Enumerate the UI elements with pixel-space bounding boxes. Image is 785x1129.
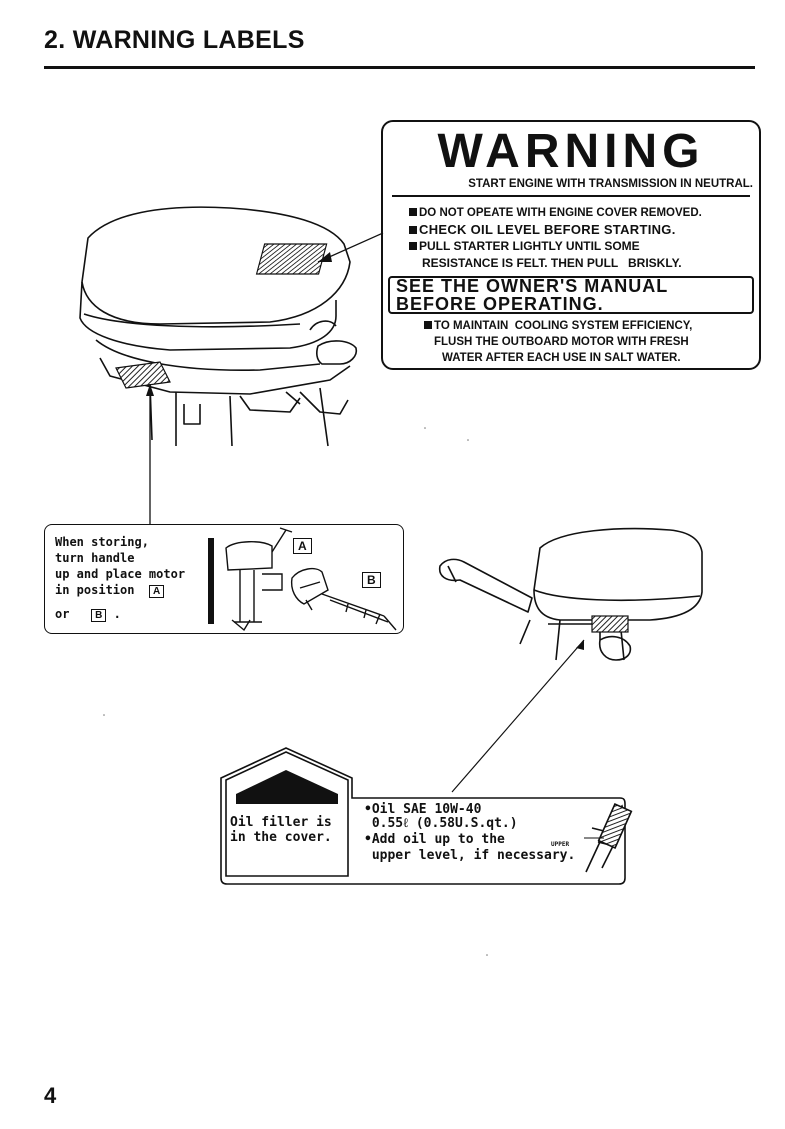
- warning-item: DO NOT OPEATE WITH ENGINE COVER REMOVED.: [409, 207, 702, 219]
- oil-label-patch: [591, 615, 629, 633]
- position-a-marker: A: [293, 538, 312, 554]
- upper-level-mark: UPPER: [551, 841, 570, 848]
- position-b-box: B: [91, 609, 107, 622]
- oil-spec-line: 0.55ℓ (0.58U.S.qt.): [364, 816, 518, 831]
- oil-spec-line: •Add oil up to the: [364, 832, 505, 847]
- side-label-patch: [115, 361, 171, 389]
- maintenance-line: FLUSH THE OUTBOARD MOTOR WITH FRESH: [434, 336, 689, 348]
- position-a-box: A: [148, 585, 165, 598]
- storing-line: or B .: [55, 607, 121, 622]
- bullet-icon: [409, 208, 417, 216]
- storing-motor-drawings: [225, 527, 397, 632]
- position-b-marker: B: [362, 572, 381, 588]
- storing-divider-bar: [208, 538, 214, 624]
- outboard-motor-side-illustration: [438, 527, 703, 661]
- warning-subheading: START ENGINE WITH TRANSMISSION IN NEUTRA…: [468, 178, 753, 190]
- outboard-motor-illustration: [79, 206, 358, 447]
- maintenance-line: WATER AFTER EACH USE IN SALT WATER.: [442, 352, 681, 364]
- oil-label-frame: [220, 747, 626, 885]
- manual-notice-frame: [388, 276, 754, 314]
- page-title: 2. WARNING LABELS: [44, 26, 305, 54]
- storing-line: When storing,: [55, 535, 149, 549]
- bullet-icon: [409, 226, 417, 234]
- storing-label-frame: [44, 524, 404, 634]
- warning-item: RESISTANCE IS FELT. THEN PULL BRISKLY.: [422, 256, 682, 270]
- oil-filler-line: in the cover.: [230, 830, 332, 845]
- manual-notice-line: SEE THE OWNER'S MANUAL: [396, 276, 669, 296]
- page-number: 4: [44, 1083, 57, 1108]
- title-underline: [44, 66, 755, 69]
- warning-label-frame: [381, 120, 761, 370]
- storing-line: turn handle: [55, 551, 135, 565]
- storing-line: up and place motor: [55, 567, 186, 581]
- oil-dipstick-icon: [584, 803, 633, 873]
- bullet-icon: [424, 321, 432, 329]
- maintenance-line: TO MAINTAIN COOLING SYSTEM EFFICIENCY,: [424, 320, 692, 332]
- storing-line: in position A: [55, 582, 165, 598]
- cover-label-patch: [255, 243, 328, 275]
- oil-spec-line: •Oil SAE 10W-40: [364, 802, 482, 817]
- manual-notice-line: BEFORE OPERATING.: [396, 294, 604, 314]
- bullet-icon: [409, 242, 417, 250]
- warning-item: PULL STARTER LIGHTLY UNTIL SOME: [409, 239, 640, 253]
- warning-divider: [392, 195, 750, 197]
- oil-filler-line: Oil filler is: [230, 815, 332, 830]
- oil-spec-line: upper level, if necessary.: [364, 848, 576, 863]
- oil-filler-arrow-icon: [236, 770, 338, 794]
- warning-item: CHECK OIL LEVEL BEFORE STARTING.: [409, 222, 676, 237]
- warning-heading: WARNING: [437, 125, 705, 178]
- oil-pointer-line: [451, 639, 585, 793]
